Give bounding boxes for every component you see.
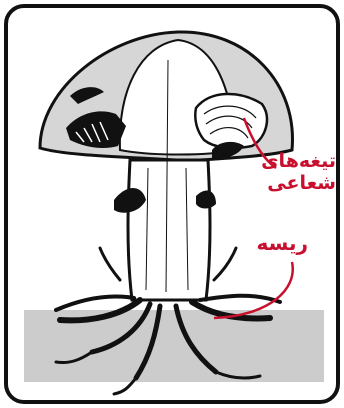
gill-pocket-right (195, 94, 267, 148)
gills-label-line1: تیغه‌های (261, 150, 336, 172)
mushroom-stem (128, 160, 210, 300)
gills-label-line2: شعاعی (261, 172, 336, 194)
mycelium-label: ریسه (256, 232, 308, 254)
gills-label: تیغه‌های شعاعی (261, 150, 336, 194)
